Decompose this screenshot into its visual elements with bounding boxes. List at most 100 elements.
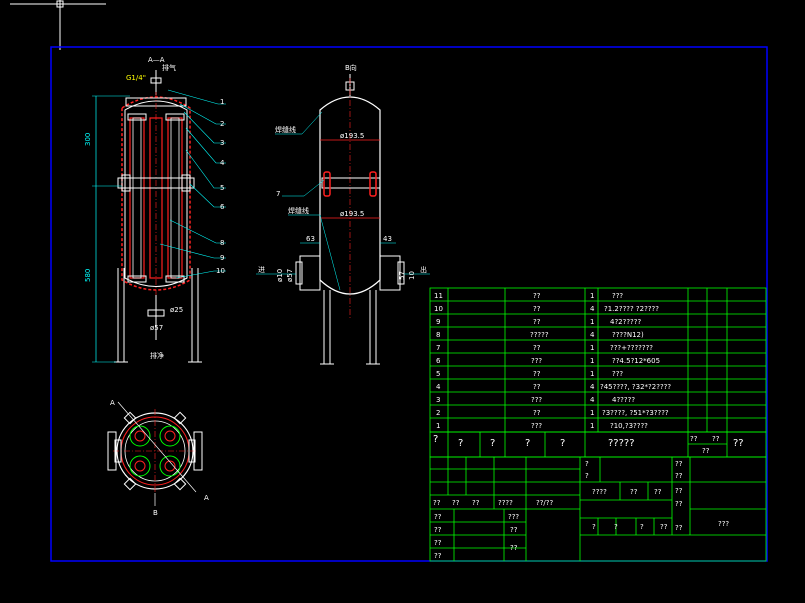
tb-scale-1: ??: [630, 488, 638, 496]
view-b-elevation: B向 ø193.5 ø193.5 焊缝线 焊缝线 7 63 43 进 出 ø10: [256, 63, 430, 365]
bom-header-0: ?: [433, 434, 438, 445]
drain-label: 排净: [150, 351, 164, 360]
weld-label-1: 焊缝线: [275, 125, 296, 134]
dim-63-label: 63: [306, 235, 315, 243]
leader-label-5: 5: [220, 184, 224, 192]
tb-mid-1: ??: [510, 526, 518, 534]
drawing-frame: [50, 46, 768, 562]
bom-row-11-qty: 1: [590, 292, 594, 300]
bom-row-8-spec: ????N12): [612, 331, 644, 339]
bom-header-8: ??: [702, 447, 710, 455]
bom-row-9-no: 9: [436, 318, 440, 326]
bom-row-8-qty: 4: [590, 331, 595, 339]
title-block: [429, 456, 767, 562]
bom-row-6-qty: 1: [590, 357, 594, 365]
tb-left-1: ??: [434, 526, 442, 534]
bom-row-1-spec: ?10,?3????: [610, 422, 648, 430]
view-b-title: B向: [345, 63, 357, 72]
dia-25-label: ø25: [170, 306, 183, 314]
bom-row-4-spec: ?45????, ?32*?2????: [600, 383, 671, 391]
bom-row-10-no: 10: [434, 305, 443, 313]
tb-scale-0: ????: [592, 488, 607, 496]
bom-row-11-spec: ???: [612, 292, 623, 300]
vent-label: 排气: [162, 63, 176, 72]
leader-label-10: 10: [216, 267, 225, 275]
bom-rows: 11 ?? 1 ??? 10 ?? 4 ?1.2???? ?2???? 9 ??…: [434, 292, 671, 430]
tb-bottom-1: ?: [614, 523, 618, 531]
tb-left-2: ??: [434, 539, 442, 547]
bom-header-1: ?: [458, 438, 463, 449]
dia-upper-label: ø193.5: [340, 132, 364, 140]
dim-43-label: 43: [383, 235, 392, 243]
tb-drawing-no: ???: [718, 520, 729, 528]
tb-sign-3: ????: [498, 499, 513, 507]
leader-label-4: 4: [220, 159, 225, 167]
dim-300-label: 300: [84, 133, 92, 146]
bom-header-3: ?: [525, 438, 530, 449]
leader-label-9: 9: [220, 254, 224, 262]
bom-row-10-name: ??: [533, 305, 541, 313]
bom-row-6-no: 6: [436, 357, 441, 365]
bom-row-2-qty: 1: [590, 409, 594, 417]
tb-sign-1: ??: [452, 499, 460, 507]
right-dim-57: 57: [398, 271, 406, 280]
vent-port-label: G1/4": [126, 74, 146, 82]
tb-bottom-3: ??: [660, 523, 668, 531]
bom-header-9: ??: [733, 438, 744, 449]
dim-580-label: 580: [84, 269, 92, 282]
bom-row-11-no: 11: [434, 292, 443, 300]
tb-left-3: ??: [434, 552, 442, 560]
cursor-crosshair: [10, 0, 106, 50]
bom-row-3-spec: 4?????: [612, 396, 635, 404]
view-a-title: A—A: [148, 56, 165, 64]
bom-row-6-name: ???: [531, 357, 542, 365]
leader-label-2: 2: [220, 120, 224, 128]
leader-label-8: 8: [220, 239, 224, 247]
bom-row-10-qty: 4: [590, 305, 595, 313]
bom-row-4-name: ??: [533, 383, 541, 391]
bom-table: [429, 287, 767, 433]
tb-right-label-2: ??: [675, 487, 683, 495]
bom-header-7: ??: [712, 435, 720, 443]
bom-row-8-no: 8: [436, 331, 440, 339]
leader-label-3: 3: [220, 139, 224, 147]
bom-row-1-no: 1: [436, 422, 440, 430]
right-dim-10: 10: [408, 271, 416, 280]
bom-row-9-spec: 4?2?????: [610, 318, 641, 326]
bom-row-3-qty: 4: [590, 396, 595, 404]
tb-bottom-2: ?: [640, 523, 644, 531]
leader-label-7: 7: [276, 190, 280, 198]
bom-row-1-name: ???: [531, 422, 542, 430]
tb-bottom-4: ??: [675, 524, 683, 532]
bom-row-2-no: 2: [436, 409, 440, 417]
left-dim-10: ø10: [276, 269, 284, 282]
left-dim-57: ø57: [286, 269, 294, 282]
bom-row-7-no: 7: [436, 344, 440, 352]
tb-sign-0: ??: [433, 499, 441, 507]
bom-header-6: ??: [690, 435, 698, 443]
title-block-text: ? ? ?? ?? ?? ?? ?? ?? ???? ??/?? ???? ??…: [433, 460, 729, 560]
tb-mid-0: ???: [508, 513, 519, 521]
tb-scale-2: ??: [654, 488, 662, 496]
tb-mid-2: ??: [510, 544, 518, 552]
bom-row-7-spec: ???+???????: [610, 344, 653, 352]
bom-row-11-name: ??: [533, 292, 541, 300]
bom-row-1-qty: 1: [590, 422, 594, 430]
plan-label-a-top: A: [110, 399, 115, 407]
tb-mid-label-1: ?: [585, 472, 589, 480]
tb-right-label-1: ??: [675, 472, 683, 480]
bom-row-6-spec: ??4.5?12*605: [612, 357, 660, 365]
dia-57-label: ø57: [150, 324, 163, 332]
bom-row-4-qty: 4: [590, 383, 595, 391]
bom-row-2-name: ??: [533, 409, 541, 417]
plan-label-a-bottom: A: [204, 494, 209, 502]
plan-label-b: B: [153, 509, 158, 517]
tb-bottom-0: ?: [592, 523, 596, 531]
bom-row-2-spec: ?3????, ?51*?3????: [602, 409, 669, 417]
bom-row-7-name: ??: [533, 344, 541, 352]
dia-lower-label: ø193.5: [340, 210, 364, 218]
bom-row-3-no: 3: [436, 396, 440, 404]
view-a-section: A—A G1/4" 排气 ø25: [84, 56, 226, 363]
bom-header-text: ? ? ? ? ? ????? ?? ?? ?? ??: [433, 434, 744, 455]
